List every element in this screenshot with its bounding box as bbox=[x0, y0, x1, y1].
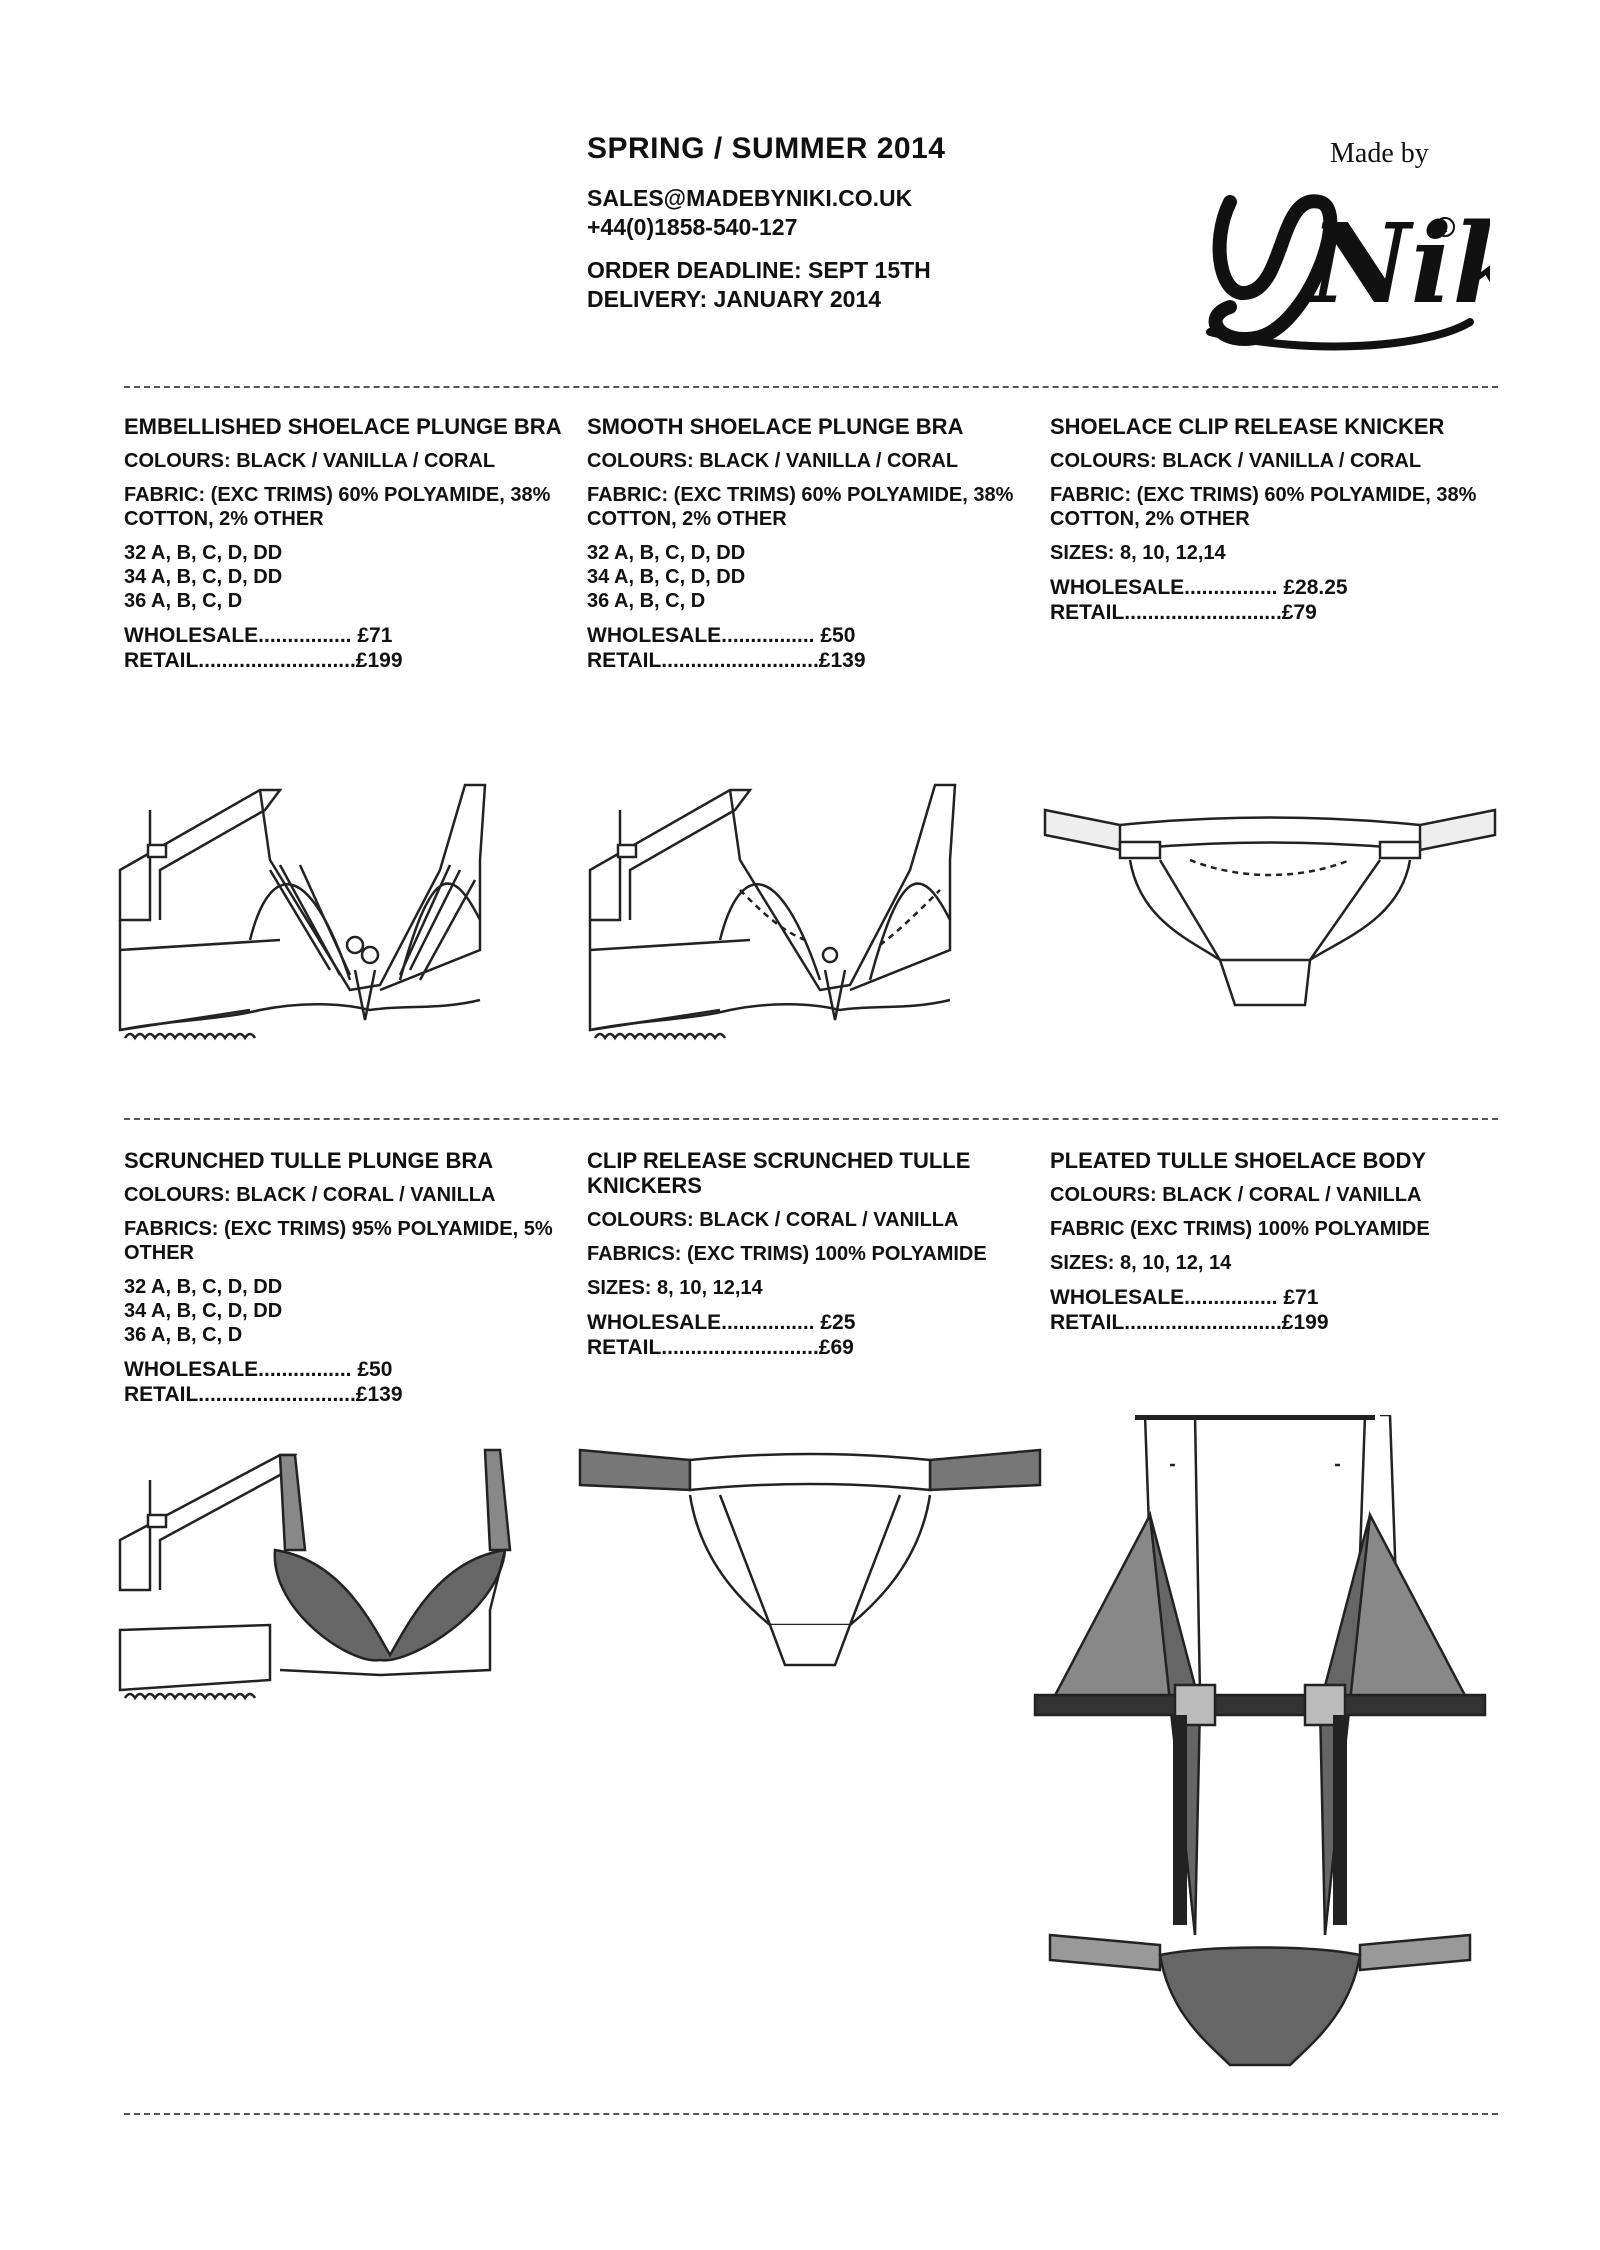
product-colours: COLOURS: BLACK / VANILLA / CORAL bbox=[1050, 450, 1422, 472]
product-sizes: SIZES: 8, 10, 12,14 bbox=[587, 1276, 1042, 1300]
retail-price: RETAIL...........................£69 bbox=[587, 1336, 854, 1359]
product-fabric: FABRICS: (EXC TRIMS) 100% POLYAMIDE bbox=[587, 1243, 987, 1265]
size-line: 32 A, B, C, D, DD bbox=[124, 1276, 283, 1298]
wholesale-price: WHOLESALE................ £50 bbox=[587, 624, 856, 647]
product-colours: COLOURS: BLACK / CORAL / VANILLA bbox=[587, 1209, 959, 1231]
logo-registered: R bbox=[1440, 223, 1448, 235]
logo-script-text: Niki bbox=[1307, 199, 1490, 328]
size-line: 34 A, B, C, D, DD bbox=[124, 566, 283, 588]
product-clip-release-scrunched-tulle-knickers: CLIP RELEASE SCRUNCHED TULLE KNICKERS CO… bbox=[587, 1148, 1042, 1360]
product-name: SMOOTH SHOELACE PLUNGE BRA bbox=[587, 414, 964, 439]
season-title: SPRING / SUMMER 2014 bbox=[587, 132, 946, 165]
retail-price: RETAIL...........................£199 bbox=[1050, 1311, 1329, 1334]
product-name: CLIP RELEASE SCRUNCHED TULLE KNICKERS bbox=[587, 1148, 971, 1198]
smooth-bra-illustration bbox=[588, 783, 957, 1041]
wholesale-price: WHOLESALE................ £25 bbox=[587, 1311, 856, 1334]
retail-price: RETAIL...........................£139 bbox=[587, 649, 866, 672]
product-colours: COLOURS: BLACK / CORAL / VANILLA bbox=[1050, 1184, 1422, 1206]
product-name: SHOELACE CLIP RELEASE KNICKER bbox=[1050, 414, 1445, 439]
shoelace-knicker-illustration bbox=[1043, 808, 1497, 1007]
product-sizes: 32 A, B, C, D, DD 34 A, B, C, D, DD 36 A… bbox=[124, 541, 579, 613]
product-sizes: SIZES: 8, 10, 12, 14 bbox=[1050, 1251, 1505, 1275]
size-line: 32 A, B, C, D, DD bbox=[124, 542, 283, 564]
wholesale-price: WHOLESALE................ £28.25 bbox=[1050, 576, 1348, 599]
size-line: 34 A, B, C, D, DD bbox=[124, 1300, 283, 1322]
sales-email[interactable]: SALES@MADEBYNIKI.CO.UK bbox=[587, 185, 913, 211]
size-line: SIZES: 8, 10, 12,14 bbox=[1050, 542, 1226, 564]
embellished-bra-illustration bbox=[118, 783, 487, 1041]
size-line: 36 A, B, C, D bbox=[124, 590, 243, 612]
product-name: EMBELLISHED SHOELACE PLUNGE BRA bbox=[124, 414, 562, 439]
retail-price: RETAIL...........................£79 bbox=[1050, 601, 1317, 624]
retail-price: RETAIL...........................£199 bbox=[124, 649, 403, 672]
product-name: SCRUNCHED TULLE PLUNGE BRA bbox=[124, 1148, 494, 1173]
product-scrunched-tulle-plunge-bra: SCRUNCHED TULLE PLUNGE BRA COLOURS: BLAC… bbox=[124, 1148, 579, 1407]
wholesale-price: WHOLESALE................ £71 bbox=[124, 624, 393, 647]
tulle-knickers-illustration bbox=[578, 1448, 1042, 1667]
product-fabric: FABRICS: (EXC TRIMS) 95% POLYAMIDE, 5% O… bbox=[124, 1218, 553, 1264]
size-line: 36 A, B, C, D bbox=[587, 590, 706, 612]
product-fabric: FABRIC: (EXC TRIMS) 60% POLYAMIDE, 38% C… bbox=[1050, 484, 1477, 530]
scrunched-tulle-bra-illustration bbox=[118, 1448, 512, 1701]
pleated-tulle-body-illustration bbox=[1033, 1415, 1487, 2067]
phone-number[interactable]: +44(0)1858-540-127 bbox=[587, 214, 798, 240]
product-fabric: FABRIC: (EXC TRIMS) 60% POLYAMIDE, 38% C… bbox=[124, 484, 551, 530]
size-line: SIZES: 8, 10, 12,14 bbox=[587, 1277, 763, 1299]
product-colours: COLOURS: BLACK / VANILLA / CORAL bbox=[124, 450, 496, 472]
size-line: 36 A, B, C, D bbox=[124, 1324, 243, 1346]
delivery-date: DELIVERY: JANUARY 2014 bbox=[587, 286, 881, 312]
size-line: 32 A, B, C, D, DD bbox=[587, 542, 746, 564]
retail-price: RETAIL...........................£139 bbox=[124, 1383, 403, 1406]
divider-top bbox=[124, 386, 1498, 388]
product-colours: COLOURS: BLACK / VANILLA / CORAL bbox=[587, 450, 959, 472]
wholesale-price: WHOLESALE................ £50 bbox=[124, 1358, 393, 1381]
product-fabric: FABRIC: (EXC TRIMS) 60% POLYAMIDE, 38% C… bbox=[587, 484, 1014, 530]
product-embellished-shoelace-plunge-bra: EMBELLISHED SHOELACE PLUNGE BRA COLOURS:… bbox=[124, 414, 579, 673]
product-colours: COLOURS: BLACK / CORAL / VANILLA bbox=[124, 1184, 496, 1206]
product-name: PLEATED TULLE SHOELACE BODY bbox=[1050, 1148, 1427, 1173]
divider-middle bbox=[124, 1118, 1498, 1120]
product-sizes: SIZES: 8, 10, 12,14 bbox=[1050, 541, 1505, 565]
made-by-niki-logo: Made by Niki R bbox=[1206, 138, 1490, 351]
product-smooth-shoelace-plunge-bra: SMOOTH SHOELACE PLUNGE BRA COLOURS: BLAC… bbox=[587, 414, 1042, 673]
divider-bottom bbox=[124, 2113, 1498, 2115]
product-sizes: 32 A, B, C, D, DD 34 A, B, C, D, DD 36 A… bbox=[124, 1275, 579, 1347]
product-fabric: FABRIC (EXC TRIMS) 100% POLYAMIDE bbox=[1050, 1218, 1430, 1240]
wholesale-price: WHOLESALE................ £71 bbox=[1050, 1286, 1319, 1309]
catalogue-header: SPRING / SUMMER 2014 SALES@MADEBYNIKI.CO… bbox=[587, 132, 945, 314]
product-pleated-tulle-shoelace-body: PLEATED TULLE SHOELACE BODY COLOURS: BLA… bbox=[1050, 1148, 1505, 1335]
size-line: 34 A, B, C, D, DD bbox=[587, 566, 746, 588]
logo-small-text: Made by bbox=[1330, 138, 1429, 169]
product-sizes: 32 A, B, C, D, DD 34 A, B, C, D, DD 36 A… bbox=[587, 541, 1042, 613]
size-line: SIZES: 8, 10, 12, 14 bbox=[1050, 1252, 1232, 1274]
order-deadline: ORDER DEADLINE: SEPT 15TH bbox=[587, 257, 931, 283]
product-shoelace-clip-release-knicker: SHOELACE CLIP RELEASE KNICKER COLOURS: B… bbox=[1050, 414, 1505, 625]
